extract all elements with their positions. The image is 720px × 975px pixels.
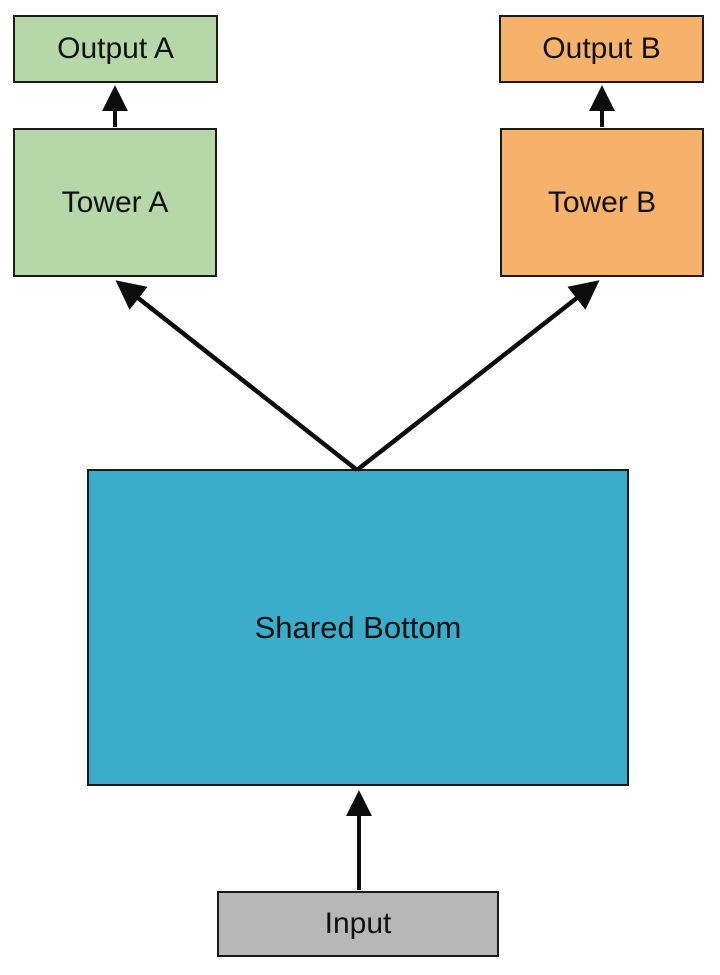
node-shared-bottom: Shared Bottom: [87, 469, 629, 786]
node-shared-bottom-label: Shared Bottom: [254, 610, 462, 645]
node-tower-a: Tower A: [13, 128, 217, 277]
node-output-b-label: Output B: [542, 32, 661, 65]
node-tower-a-label: Tower A: [61, 185, 169, 219]
node-input-label: Input: [324, 907, 392, 940]
arrow-shared-bottom-to-tower-a: [115, 280, 359, 472]
arrow-shared-bottom-to-tower-b: [355, 280, 600, 472]
node-output-b: Output B: [499, 15, 704, 83]
node-output-a-label: Output A: [57, 32, 174, 65]
node-tower-b-label: Tower B: [547, 185, 657, 219]
node-output-a: Output A: [13, 15, 218, 83]
node-input: Input: [217, 891, 499, 957]
node-tower-b: Tower B: [500, 128, 704, 277]
